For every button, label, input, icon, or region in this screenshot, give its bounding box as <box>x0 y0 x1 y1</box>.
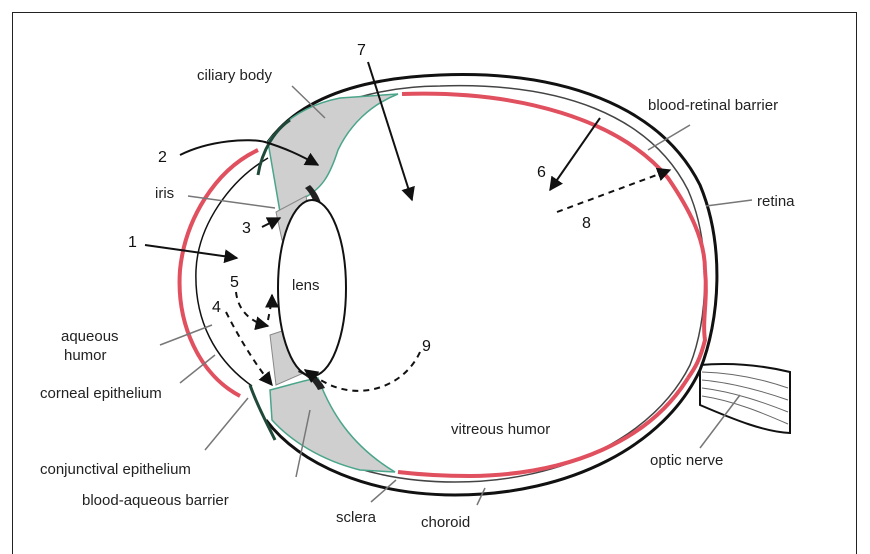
label-blood-aqueous-barrier: blood-aqueous barrier <box>82 492 229 509</box>
label-blood-retinal-barrier: blood-retinal barrier <box>648 97 778 114</box>
label-corneal-epithelium: corneal epithelium <box>40 385 162 402</box>
label-choroid: choroid <box>421 514 470 531</box>
label-optic-nerve: optic nerve <box>650 452 723 469</box>
number-3: 3 <box>242 220 251 237</box>
number-8: 8 <box>582 215 591 232</box>
label-lens: lens <box>292 277 320 294</box>
number-2: 2 <box>158 149 167 166</box>
number-5: 5 <box>230 274 239 291</box>
arrow-1 <box>145 245 237 258</box>
label-retina: retina <box>757 193 795 210</box>
number-9: 9 <box>422 338 431 355</box>
label-conjunctival-epithelium: conjunctival epithelium <box>40 461 191 478</box>
label-vitreous-humor: vitreous humor <box>451 421 550 438</box>
arrow-4 <box>226 312 272 385</box>
number-7: 7 <box>357 42 366 59</box>
label-ciliary-body: ciliary body <box>197 67 273 84</box>
label-sclera: sclera <box>336 509 377 526</box>
label-iris: iris <box>155 185 174 202</box>
arrow-5a <box>236 292 268 326</box>
optic-nerve-shape <box>700 364 790 433</box>
label-humor: humor <box>64 347 107 364</box>
corneal-epithelium-shape <box>180 150 258 396</box>
cornea-inner <box>196 158 268 386</box>
label-aqueous: aqueous <box>61 328 119 345</box>
number-6: 6 <box>537 164 546 181</box>
number-1: 1 <box>128 234 137 251</box>
number-4: 4 <box>212 299 221 316</box>
